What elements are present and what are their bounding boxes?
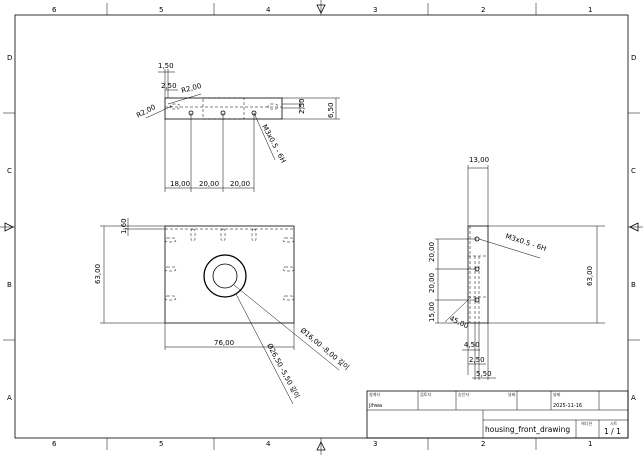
- zone-row-right: A: [631, 394, 636, 402]
- callout-counterbore-26-5: Ø26,50 -5,50 깊이: [265, 342, 302, 400]
- dim-top-20-a: 20,00: [199, 180, 219, 188]
- edition-label: 에디션: [581, 420, 592, 426]
- dim-side-width: 13,00: [469, 156, 489, 164]
- title-block: 설계자 jihwa 검토자 승인자 날짜 날짜 2025-11-16 housi…: [366, 390, 629, 439]
- front-view-outline: [164, 225, 295, 324]
- designer-value: jihwa: [368, 403, 382, 409]
- checker-label: 검토자: [420, 391, 431, 397]
- thread-callout-top: M3x0.5 - 6H: [260, 123, 287, 164]
- dim-top-6-50: 6,50: [327, 102, 335, 118]
- zone-col-top: 3: [373, 6, 377, 14]
- side-view: 13,00 M3x0.5 - 6H 63,00 20,00 20,00 15,0…: [428, 156, 605, 380]
- counterbore-outer: [203, 254, 247, 298]
- dim-front-height: 63,00: [94, 264, 102, 284]
- dim-side-20-a: 20,00: [428, 242, 436, 262]
- date-value: 2025-11-16: [553, 403, 582, 409]
- zone-col-bottom: 1: [588, 440, 592, 448]
- zone-col-top: 6: [52, 6, 57, 14]
- zone-col-bottom: 6: [52, 440, 57, 448]
- side-view-outline: [467, 225, 489, 324]
- dim-top-20-b: 20,00: [230, 180, 250, 188]
- zone-col-top: 1: [588, 6, 592, 14]
- dim-side-15: 15,00: [428, 302, 436, 322]
- dim-front-width: 76,00: [214, 339, 234, 347]
- approver-date-label: 날짜: [508, 391, 516, 397]
- thread-callout-side: M3x0.5 - 6H: [504, 232, 547, 253]
- dim-side-2-50: 2,50: [469, 356, 485, 364]
- dim-side-angle: 45,00: [448, 315, 470, 331]
- sheet-number: 1 / 1: [604, 427, 621, 436]
- dim-top-18: 18,00: [170, 180, 190, 188]
- zone-col-top: 4: [266, 6, 271, 14]
- zone-labels: 6 5 4 3 2 1 6 5 4 3 2 1 D C B A D C B A: [7, 6, 636, 448]
- drawing-frame: [14, 14, 629, 439]
- dim-side-5-50: 5,50: [476, 370, 492, 378]
- bore-inner: [212, 263, 238, 289]
- dim-front-1-60: 1,60: [120, 218, 128, 234]
- zone-row-right: C: [631, 167, 636, 175]
- zone-row-right: D: [631, 54, 636, 62]
- zone-col-bottom: 3: [373, 440, 377, 448]
- zone-row-left: B: [7, 281, 12, 289]
- top-view-outline: [164, 97, 283, 120]
- zone-row-right: B: [631, 281, 636, 289]
- dim-side-4-50: 4,50: [464, 341, 480, 349]
- zone-col-top: 5: [159, 6, 163, 14]
- zone-ticks: [3, 3, 640, 450]
- designer-label: 설계자: [369, 391, 380, 397]
- dim-top-2-50-vertical: 2,50: [298, 98, 306, 114]
- dim-top-1-50: 1,50: [158, 62, 174, 70]
- dim-radius-left: R2,00: [135, 103, 157, 120]
- zone-col-bottom: 2: [481, 440, 485, 448]
- front-view: 1,60 63,00 76,00 Ø16,00 -8,00 깊이 Ø26,50 …: [94, 218, 352, 405]
- zone-row-left: D: [7, 54, 12, 62]
- zone-row-left: A: [7, 394, 12, 402]
- drawing-title: housing_front_drawing: [485, 425, 570, 434]
- callout-bore-16: Ø16,00 -8,00 깊이: [299, 326, 352, 372]
- zone-col-bottom: 5: [159, 440, 163, 448]
- dim-side-height: 63,00: [586, 266, 594, 286]
- top-view: 1,50 2,50 R2,00 R2,00 2,50 6,50 M3x0.5 -…: [135, 62, 340, 192]
- zone-col-bottom: 4: [266, 440, 271, 448]
- sheet-label: 시트: [610, 421, 618, 426]
- dim-side-20-b: 20,00: [428, 273, 436, 293]
- zone-row-left: C: [7, 167, 12, 175]
- date-label: 날짜: [553, 391, 561, 397]
- zone-col-top: 2: [481, 6, 485, 14]
- approver-label: 승인자: [458, 391, 469, 397]
- dim-top-2-50: 2,50: [161, 82, 177, 90]
- dim-radius-top: R2,00: [180, 82, 202, 95]
